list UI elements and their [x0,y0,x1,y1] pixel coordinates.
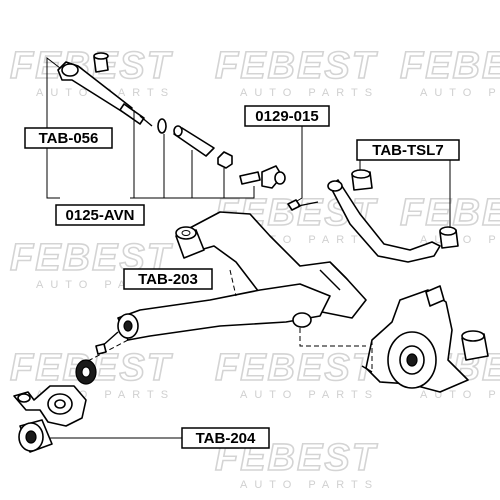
arm-rib [319,269,341,291]
label-0125-avn: 0125-AVN [55,204,145,226]
knuckle-hub [361,285,489,393]
assembly-dash-lines [85,269,366,363]
lateral-arm-eye [61,63,79,77]
thread-bolt [239,171,261,185]
label-box [24,127,113,149]
label-box [123,268,213,290]
tsl7-bushing-top-face [351,169,371,179]
leader-0125-frame [46,148,60,199]
cam-washer [157,118,167,134]
label-0129-015: 0129-015 [244,105,330,127]
lower-control-arm [175,211,367,319]
dash-line [229,269,237,297]
bolt-0129-015 [287,124,319,211]
sleeve-tube-end [173,125,183,137]
knuckle-top-lug [425,285,445,307]
washer-hole [81,366,91,378]
knuckle-bushing-face [461,330,485,342]
label-box [244,105,330,127]
curved-link-eye [327,180,343,192]
tab-203-bushing-face [175,226,197,240]
bolt-shank [297,201,319,207]
bracket-bushing-hole [54,399,66,409]
label-tab-204: TAB-204 [181,427,270,449]
leader-tab-056 [46,56,61,130]
label-box [356,139,460,161]
trailing-arm-hole [123,320,133,332]
small-bushing-top [93,52,109,60]
trailing-arm [95,283,331,355]
watermark-brand: FEBEST [215,347,378,389]
tab-204-bushing [18,419,53,453]
curved-link [327,160,459,263]
threaded-sleeve [119,103,145,125]
trailing-arm-bushing [292,312,312,328]
dash-line [299,328,366,347]
bracket-mount [13,385,87,427]
label-tab-tsl7: TAB-TSL7 [356,139,460,161]
trailing-arm-body [117,283,331,341]
label-box [55,204,145,226]
adjust-bolt [139,115,153,127]
label-tab-056: TAB-056 [24,127,113,149]
watermark-tagline: AUTO PARTS [420,87,500,99]
tsl7-bushing-bottom-face [439,226,457,236]
part-number-tab-056: TAB-056 [39,130,99,147]
part-number-0129-015: 0129-015 [255,108,318,125]
part-number-tab-203: TAB-203 [138,271,198,288]
washer-disc [75,359,97,385]
nut [217,151,233,169]
part-number-tab-tsl7: TAB-TSL7 [372,142,443,159]
lower-arm-body [185,211,367,319]
hub-hole [406,353,418,367]
watermark-tagline: AUTO PARTS [240,87,379,99]
upper-lateral-link [57,52,286,189]
watermark-tagline: AUTO PARTS [240,389,379,401]
leader-lines-left [46,56,255,199]
watermark-brand: FEBEST [400,45,500,87]
tab-204-bushing-hole [25,430,37,444]
label-box [181,427,270,449]
bracket-hole [17,393,31,403]
part-number-tab-204: TAB-204 [196,430,256,447]
tab-203-bushing-hole [181,230,191,236]
leader-0125-base [130,186,255,199]
watermark-tagline: AUTO PARTS [240,479,379,491]
arm-rib [331,263,349,281]
watermark-brand: FEBEST [215,45,378,87]
part-number-0125-avn: 0125-AVN [66,207,135,224]
ball-joint [274,171,286,185]
watermark-tagline: AUTO PARTS [420,389,500,401]
label-tab-203: TAB-203 [123,268,213,290]
knuckle-bolt [361,365,373,373]
